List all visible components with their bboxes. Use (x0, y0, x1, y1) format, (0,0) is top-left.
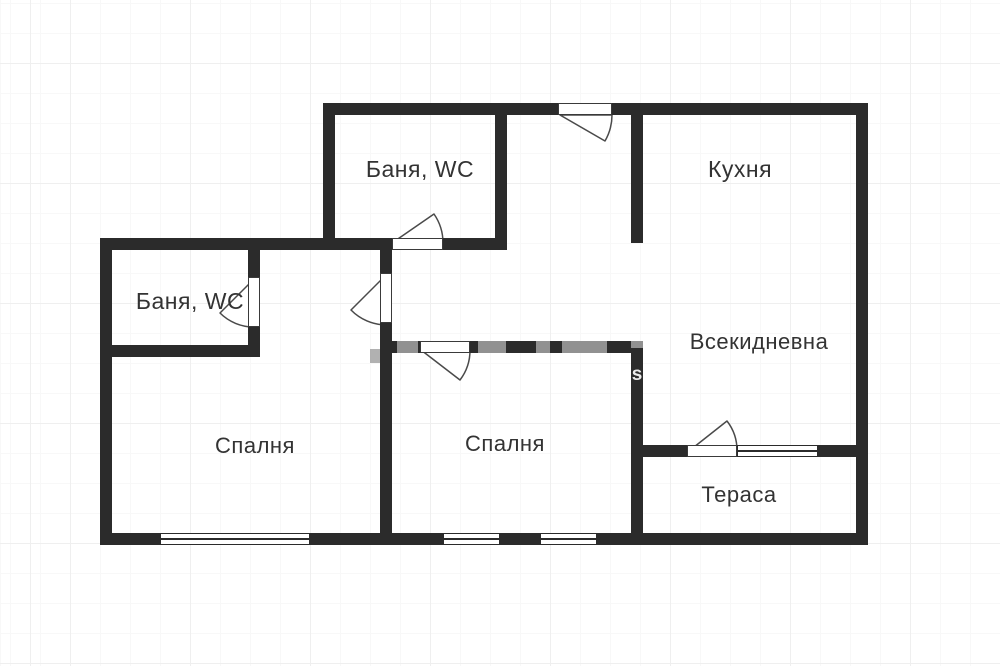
wall-bottom-b (310, 533, 443, 545)
door-opening-bathroom-top (392, 238, 443, 250)
wall-bathroom-top-left (323, 103, 335, 250)
window-bedroom-left (160, 533, 310, 545)
door-opening-bedroom-middle (420, 341, 470, 353)
watermark-patch (562, 341, 607, 353)
wall-divider-right (631, 341, 643, 545)
wall-terrace-top-a (643, 445, 687, 457)
room-label-kitchen: Кухня (707, 156, 773, 182)
door-opening-bedroom-left (380, 273, 392, 323)
window-pane (541, 538, 596, 540)
watermark-letter: s (631, 364, 643, 385)
wall-bottom-c (500, 533, 540, 545)
window-terrace (737, 445, 818, 457)
window-bedroom-middle-1 (443, 533, 500, 545)
wall-bathroom-left-bottom (100, 345, 260, 357)
window-bedroom-middle-2 (540, 533, 597, 545)
wall-bathroom-top-right (495, 103, 507, 250)
room-label-bedroom-middle: Спалня (465, 431, 545, 456)
wall-top-a (323, 103, 558, 115)
wall-bottom-a (100, 533, 160, 545)
wall-mid-horizontal-b (443, 238, 507, 250)
wall-mid-horizontal-a (100, 238, 392, 250)
room-label-bathroom-left: Баня, WC (135, 288, 245, 314)
room-label-bedroom-left: Спалня (215, 433, 295, 458)
room-label-bathroom-top: Баня, WC (365, 156, 475, 182)
watermark-patch (478, 341, 506, 353)
wall-terrace-top-b (818, 445, 868, 457)
door-swing-top-entry (559, 114, 613, 142)
wall-bathroom-left-right-a (248, 250, 260, 277)
wall-bottom-d (597, 533, 868, 545)
wall-center-b (380, 323, 392, 545)
door-opening-terrace (687, 445, 737, 457)
watermark-patch (370, 349, 380, 363)
wall-kitchen-left (631, 103, 643, 243)
wall-center-a (380, 250, 392, 273)
wall-outer-left (100, 238, 112, 545)
watermark-patch (631, 341, 643, 348)
wall-top-b (612, 103, 868, 115)
door-opening-top-entry (558, 103, 612, 115)
window-pane (738, 450, 817, 452)
window-pane (161, 538, 309, 540)
watermark-patch (397, 341, 418, 353)
room-label-terrace: Тераса (701, 482, 777, 507)
wall-outer-right (856, 103, 868, 545)
door-opening-bathroom-left (248, 277, 260, 327)
watermark-patch (536, 341, 550, 353)
window-pane (444, 538, 499, 540)
room-label-living-room: Всекидневна (689, 329, 829, 354)
